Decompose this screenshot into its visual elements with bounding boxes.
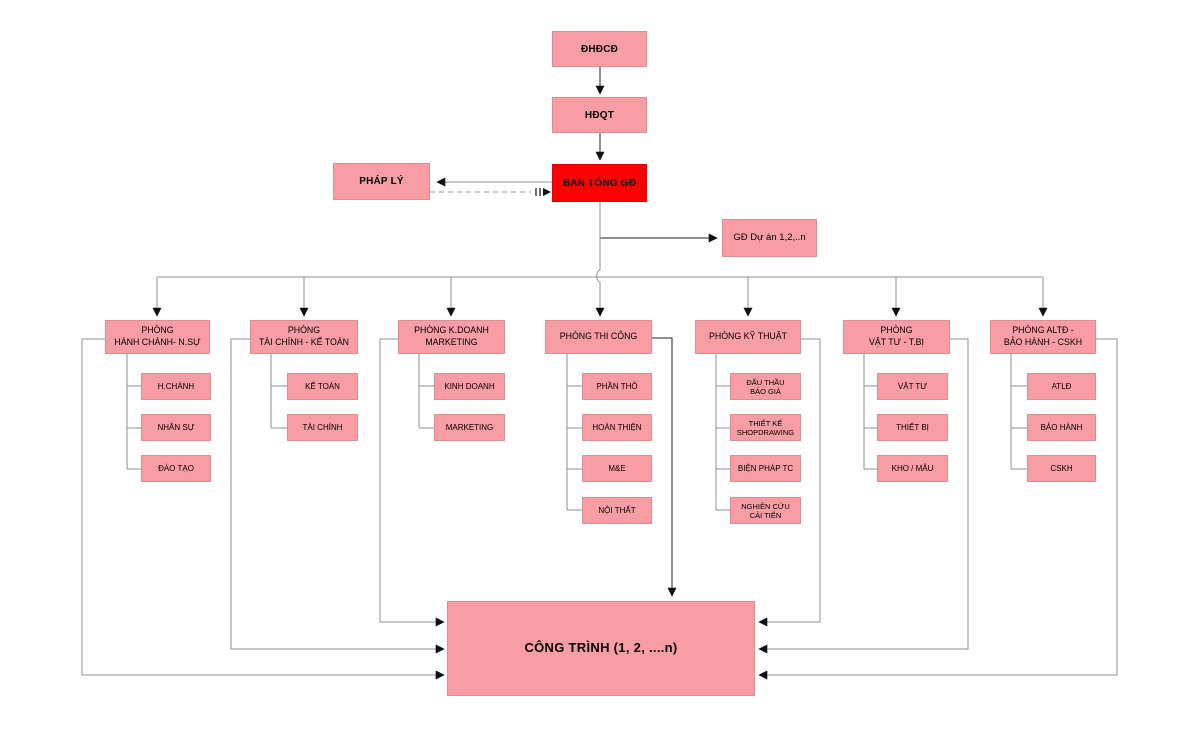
- sub-dau-thau-bao-gia: ĐẤU THẦU BÁO GIÁ: [730, 373, 801, 400]
- dept-kinh-doanh-marketing: PHÒNG K.DOANH MARKETING: [398, 320, 505, 354]
- sub-marketing: MARKETING: [434, 414, 505, 441]
- sub-me: M&E: [582, 455, 652, 482]
- top-chain-connectors: [595, 67, 718, 597]
- sub-thiet-ke-shopdrawing: THIẾT KẾ SHOPDRAWING: [730, 414, 801, 441]
- sub-hoan-thien: HOÀN THIỆN: [582, 414, 652, 441]
- box-cong-trinh-projects: CÔNG TRÌNH (1, 2, ....n): [447, 601, 755, 696]
- sub-vat-tu: VẬT TƯ: [877, 373, 948, 400]
- box-executive-ban-tong-gd: BAN TỔNG GĐ: [552, 164, 647, 202]
- dept-atld-bao-hanh-cskh: PHÒNG ALTĐ - BẢO HÀNH - CSKH: [990, 320, 1096, 354]
- distribution-rail: [152, 276, 1048, 317]
- sub-bien-phap-tc: BIỆN PHÁP TC: [730, 455, 801, 482]
- sub-atld: ATLĐ: [1027, 373, 1096, 400]
- subtree-connectors: [126, 354, 1027, 511]
- sub-cskh: CSKH: [1027, 455, 1096, 482]
- box-legal-phap-ly: PHÁP LÝ: [333, 163, 430, 200]
- trunk-connector: [595, 202, 605, 317]
- box-shareholders-dhdcd: ĐHĐCĐ: [552, 31, 647, 67]
- dept-hanh-chanh-nhan-su: PHÒNG HÀNH CHÁNH- N.SỰ: [105, 320, 210, 354]
- dept-thi-cong: PHÒNG THI CÔNG: [545, 320, 652, 354]
- sub-h-chanh: H.CHÁNH: [141, 373, 211, 400]
- legal-connectors: [430, 177, 552, 196]
- sub-noi-that: NỘI THẤT: [582, 497, 652, 524]
- box-project-directors: GĐ Dự án 1,2,..n: [722, 219, 817, 257]
- sub-nhan-su: NHÂN SỰ: [141, 414, 211, 441]
- dept-vat-tu-thiet-bi: PHÒNG VẬT TƯ - T.BỊ: [843, 320, 950, 354]
- sub-tai-chinh: TÀI CHÍNH: [287, 414, 358, 441]
- box-board-hdqt: HĐQT: [552, 97, 647, 133]
- dept-ky-thuat: PHÒNG KỸ THUẬT: [695, 320, 801, 354]
- sub-thiet-bi: THIẾT BỊ: [877, 414, 948, 441]
- project-feed-connectors: [81, 338, 1118, 680]
- sub-phan-tho: PHẦN THÔ: [582, 373, 652, 400]
- sub-kinh-doanh: KINH DOANH: [434, 373, 505, 400]
- sub-nghien-cuu-cai-tien: NGHIÊN CỨU CẢI TIẾN: [730, 497, 801, 524]
- sub-bao-hanh: BẢO HÀNH: [1027, 414, 1096, 441]
- sub-ke-toan: KẾ TOÁN: [287, 373, 358, 400]
- dept-tai-chinh-ke-toan: PHÒNG TÀI CHÍNH - KẾ TOÁN: [250, 320, 358, 354]
- sub-kho-mau: KHO / MẪU: [877, 455, 948, 482]
- sub-dao-tao: ĐÀO TẠO: [141, 455, 211, 482]
